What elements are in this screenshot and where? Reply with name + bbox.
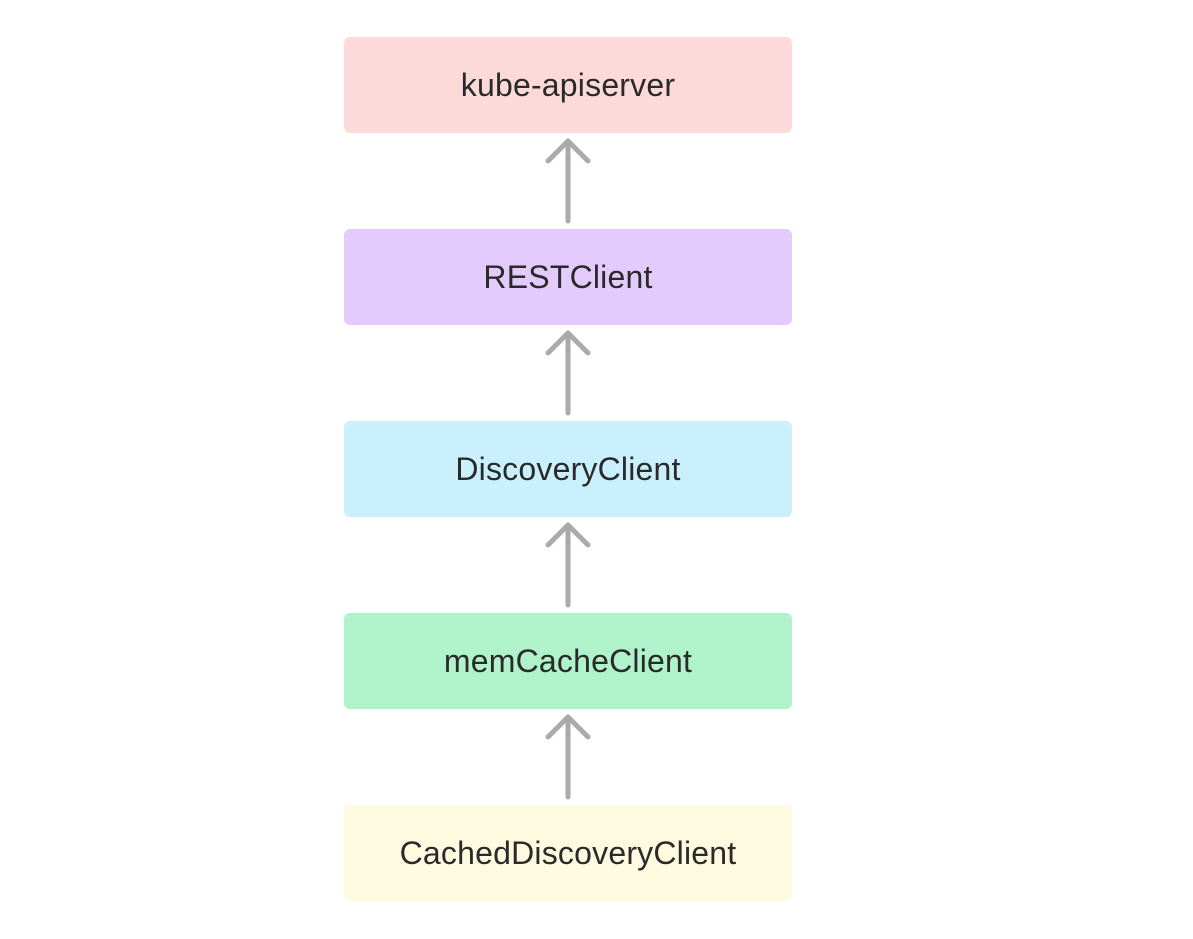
node-label: kube-apiserver xyxy=(460,66,676,103)
node-memcacheclient: memCacheClient xyxy=(344,613,792,709)
node-label: DiscoveryClient xyxy=(455,450,681,487)
arrow-up-icon xyxy=(545,522,591,608)
arrow-up-icon xyxy=(545,330,591,416)
arrow-up-icon xyxy=(545,714,591,800)
node-cacheddiscoveryclient: CachedDiscoveryClient xyxy=(344,805,792,901)
node-label: memCacheClient xyxy=(443,642,693,679)
node-label: RESTClient xyxy=(483,258,653,295)
arrow-up-icon xyxy=(545,138,591,224)
node-label: CachedDiscoveryClient xyxy=(399,834,737,871)
node-kube-apiserver: kube-apiserver xyxy=(344,37,792,133)
node-discoveryclient: DiscoveryClient xyxy=(344,421,792,517)
node-restclient: RESTClient xyxy=(344,229,792,325)
